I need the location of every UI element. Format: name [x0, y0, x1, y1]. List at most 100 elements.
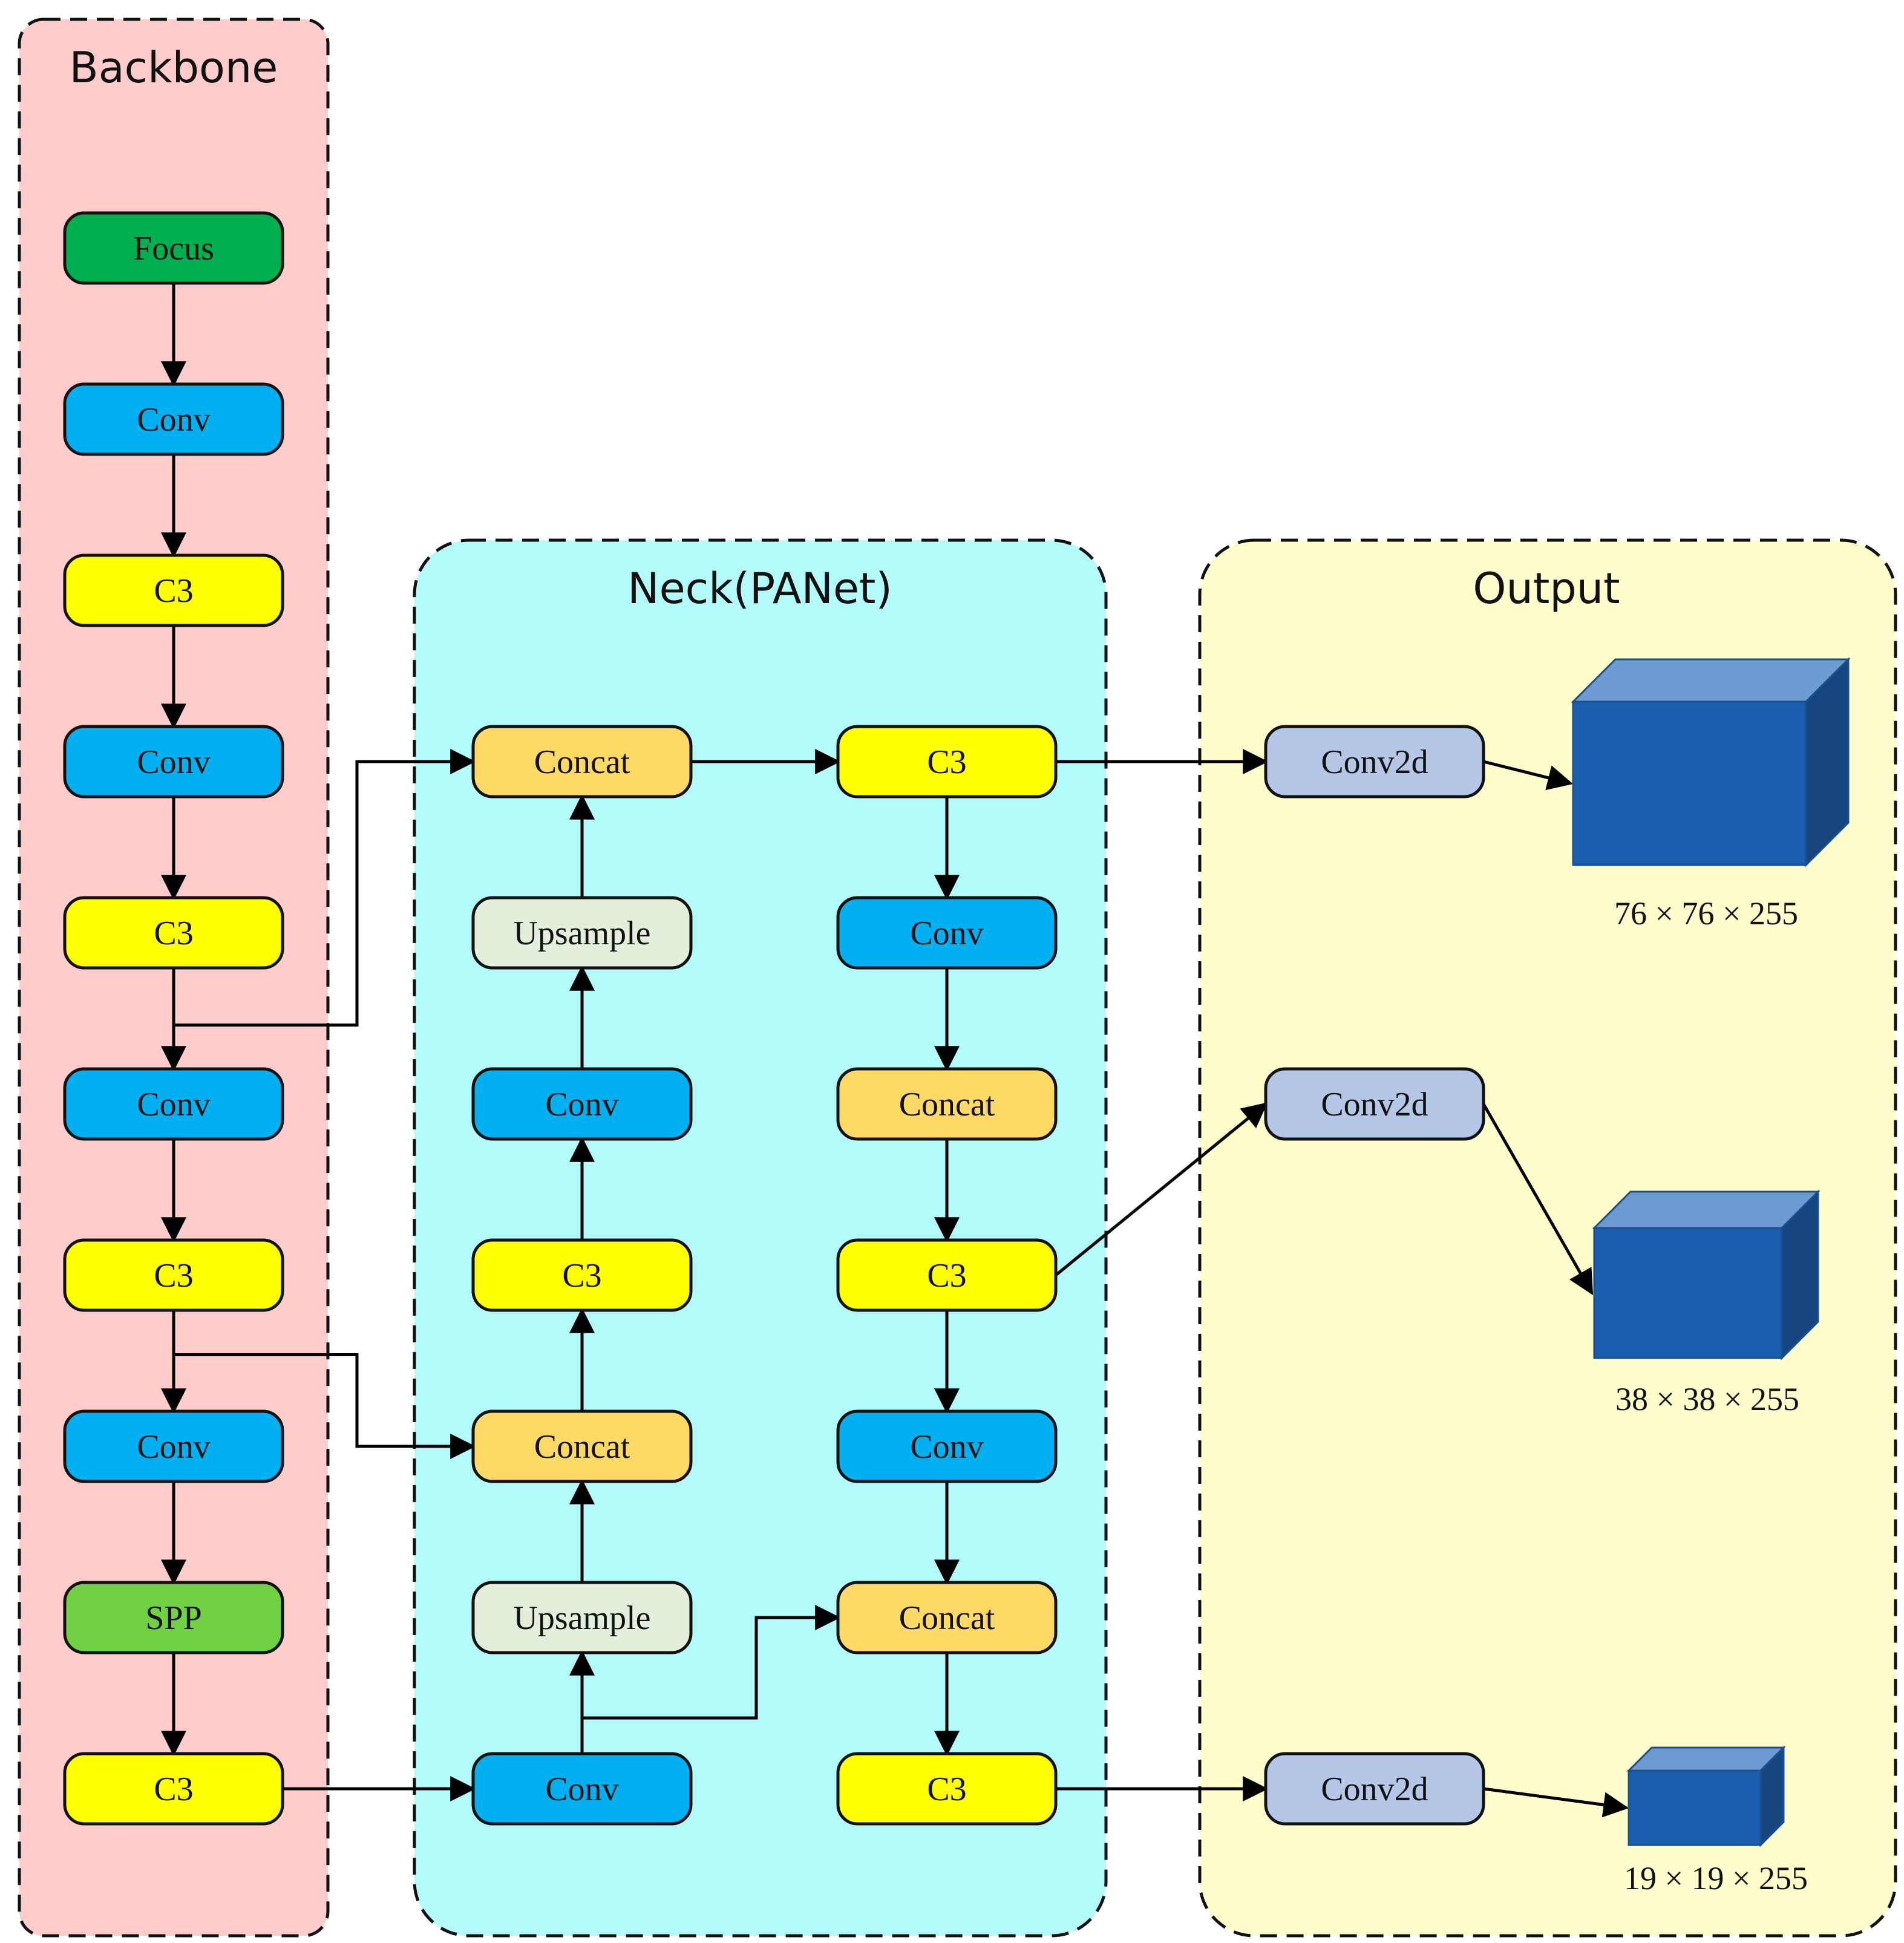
edge-30	[1483, 760, 1574, 791]
n-concat4-label: Concat	[899, 1599, 995, 1637]
b-conv4-box	[63, 1409, 284, 1483]
n-c3-1-node: C3	[471, 1238, 693, 1312]
b-conv2-label: Conv	[137, 743, 210, 781]
n-upsample1-box	[471, 896, 693, 970]
b-spp-label: SPP	[145, 1599, 201, 1637]
n-c3-4-box	[836, 1752, 1058, 1826]
n-c3-2-box	[836, 725, 1058, 798]
n-conv2-label: Conv	[545, 1771, 618, 1808]
n-concat3-node: Concat	[836, 1067, 1058, 1141]
n-conv1-label: Conv	[545, 1086, 618, 1123]
b-conv2-box	[63, 725, 284, 798]
b-c3-3-label: C3	[154, 1257, 193, 1295]
b-c3-1-box	[63, 554, 284, 627]
n-upsample2-node: Upsample	[471, 1581, 693, 1654]
output-dims-label-1: 76 × 76 × 255	[1614, 895, 1798, 932]
n-concat4-node: Concat	[836, 1581, 1058, 1654]
b-c3-3-box	[63, 1238, 284, 1312]
b-conv2-node: Conv	[63, 725, 284, 798]
n-concat4-box	[836, 1581, 1058, 1654]
backbone-title: Backbone	[70, 43, 278, 93]
o-conv2d-3-box	[1264, 1752, 1485, 1826]
b-c3-2-label: C3	[154, 915, 193, 952]
n-conv2-box	[471, 1752, 693, 1826]
n-c3-1-box	[471, 1238, 693, 1312]
b-focus-box	[63, 211, 284, 285]
edges-layer	[161, 283, 1629, 1818]
b-conv4-label: Conv	[137, 1428, 210, 1466]
n-upsample1-label: Upsample	[513, 915, 650, 952]
b-c3-4-label: C3	[154, 1771, 193, 1808]
b-c3-2-box	[63, 896, 284, 970]
n-conv4-node: Conv	[836, 1409, 1058, 1483]
n-c3-2-node: C3	[836, 725, 1058, 798]
n-conv1-box	[471, 1067, 693, 1141]
output-dims-label-3: 19 × 19 × 255	[1624, 1860, 1808, 1896]
b-focus-label: Focus	[133, 230, 214, 267]
output-title: Output	[1473, 564, 1620, 613]
n-c3-3-node: C3	[836, 1238, 1058, 1312]
output-dims-label-2: 38 × 38 × 255	[1615, 1381, 1799, 1417]
n-c3-4-node: C3	[836, 1752, 1058, 1826]
b-conv1-node: Conv	[63, 382, 284, 456]
o-conv2d-2-box	[1264, 1067, 1485, 1141]
b-c3-4-node: C3	[63, 1752, 284, 1826]
b-c3-3-node: C3	[63, 1238, 284, 1312]
tensor-front-face	[1572, 700, 1807, 866]
b-c3-1-label: C3	[154, 572, 193, 610]
n-concat2-label: Concat	[534, 1428, 630, 1466]
edge-23	[174, 1353, 476, 1459]
n-conv4-box	[836, 1409, 1058, 1483]
b-conv3-node: Conv	[63, 1067, 284, 1141]
output-tensor-1: 76 × 76 × 255	[1571, 657, 1851, 932]
b-focus-node: Focus	[63, 211, 284, 285]
nodes-layer: FocusConvC3ConvC3ConvC3ConvSPPC3ConcatUp…	[63, 211, 1485, 1826]
n-conv2-node: Conv	[471, 1752, 693, 1826]
edge-31	[1482, 1103, 1594, 1296]
n-concat2-box	[471, 1409, 693, 1483]
n-conv3-box	[836, 896, 1058, 970]
n-concat2-node: Concat	[471, 1409, 693, 1483]
b-conv3-box	[63, 1067, 284, 1141]
outputs-layer: 76 × 76 × 255 38 × 38 × 255 19 × 19 × 255	[1571, 657, 1851, 1896]
edge-22	[174, 749, 476, 1027]
n-c3-2-label: C3	[927, 743, 966, 781]
n-c3-1-label: C3	[562, 1257, 601, 1295]
edge-32	[1483, 1787, 1629, 1818]
b-spp-box	[63, 1581, 284, 1654]
tensor-front-face	[1593, 1227, 1783, 1359]
tensor-top-face	[1592, 1190, 1821, 1229]
b-conv4-node: Conv	[63, 1409, 284, 1483]
n-concat1-node: Concat	[471, 725, 693, 798]
n-concat1-box	[471, 725, 693, 798]
b-conv3-label: Conv	[137, 1086, 210, 1123]
o-conv2d-2-node: Conv2d	[1264, 1067, 1485, 1141]
o-conv2d-3-label: Conv2d	[1321, 1771, 1428, 1808]
neck-title: Neck(PANet)	[627, 564, 892, 613]
b-c3-1-node: C3	[63, 554, 284, 627]
edge-28	[1055, 1102, 1268, 1276]
n-conv4-label: Conv	[910, 1428, 983, 1466]
b-c3-2-node: C3	[63, 896, 284, 970]
o-conv2d-3-node: Conv2d	[1264, 1752, 1485, 1826]
o-conv2d-1-node: Conv2d	[1264, 725, 1485, 798]
output-tensor-2: 38 × 38 × 255	[1592, 1189, 1821, 1417]
n-upsample2-label: Upsample	[513, 1599, 650, 1637]
tensor-top-face	[1571, 658, 1851, 703]
b-conv1-box	[63, 382, 284, 456]
n-concat1-label: Concat	[534, 743, 630, 781]
b-c3-4-box	[63, 1752, 284, 1826]
n-conv3-node: Conv	[836, 896, 1058, 970]
output-panel	[1198, 538, 1897, 1938]
tensor-top-face	[1626, 1746, 1786, 1772]
b-spp-node: SPP	[63, 1581, 284, 1654]
n-concat3-box	[836, 1067, 1058, 1141]
n-conv3-label: Conv	[910, 915, 983, 952]
b-conv1-label: Conv	[137, 401, 210, 439]
n-c3-3-box	[836, 1238, 1058, 1312]
n-conv1-node: Conv	[471, 1067, 693, 1141]
n-upsample2-box	[471, 1581, 693, 1654]
o-conv2d-1-label: Conv2d	[1321, 743, 1428, 781]
n-c3-4-label: C3	[927, 1771, 966, 1808]
